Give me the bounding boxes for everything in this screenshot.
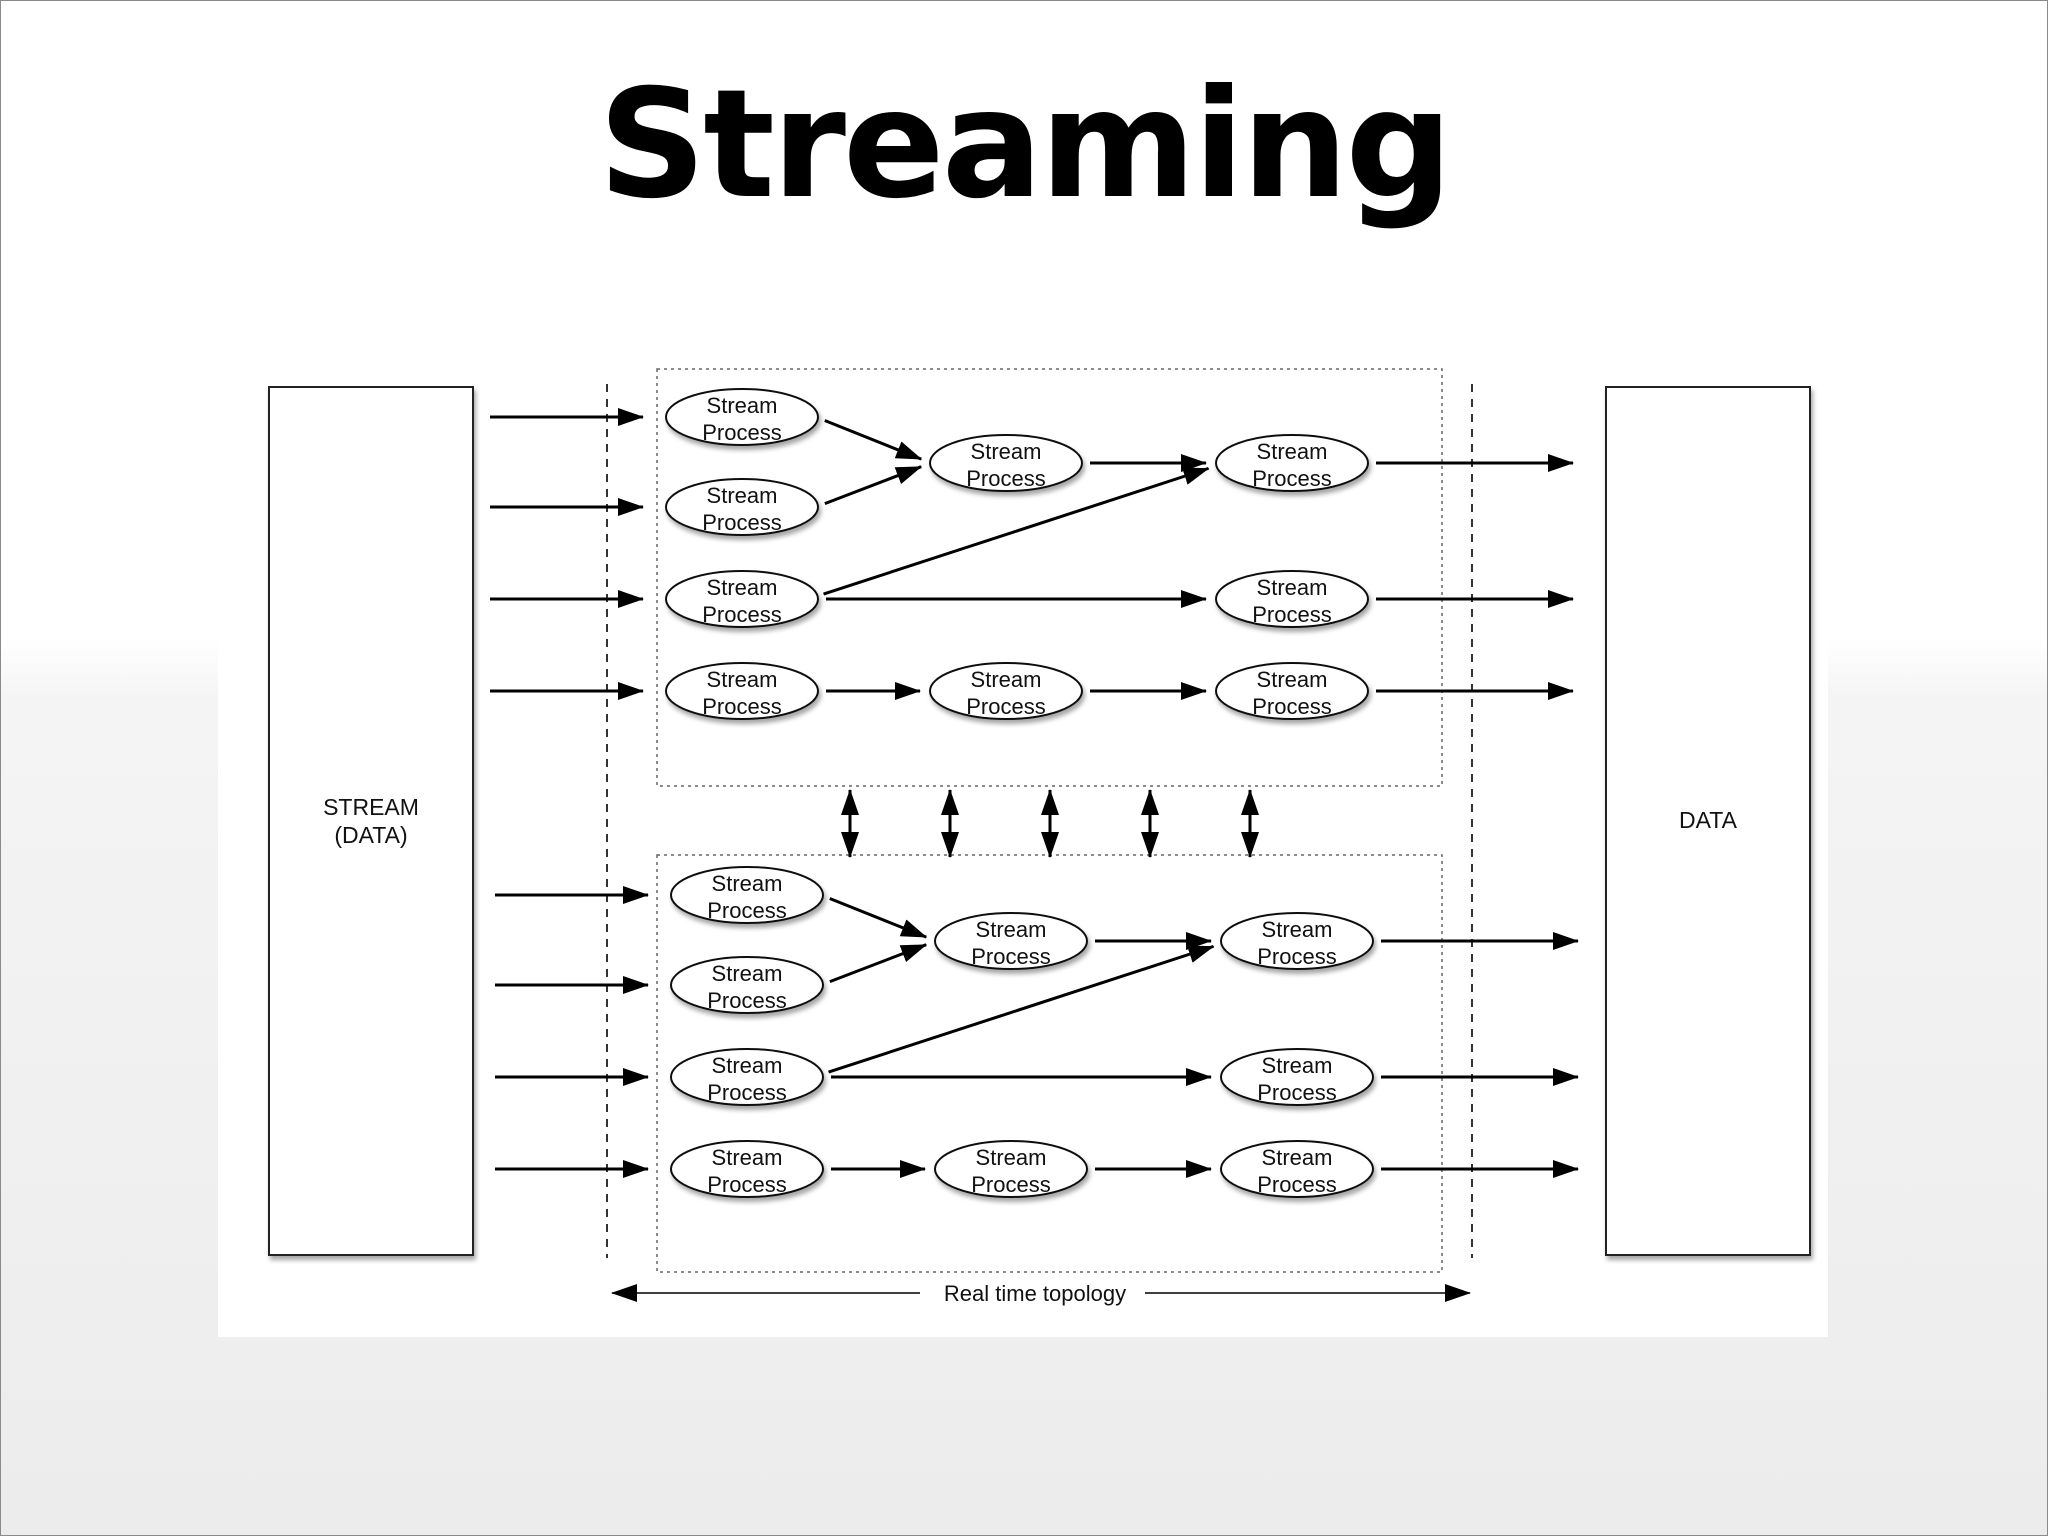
flow-arrow bbox=[824, 465, 923, 506]
node-ellipse bbox=[929, 662, 1083, 720]
node-ellipse bbox=[665, 478, 819, 536]
node-label-line-1: Stream bbox=[1257, 439, 1328, 464]
node-label-line-1: Stream bbox=[712, 1053, 783, 1078]
node-ellipse bbox=[665, 662, 819, 720]
node-label-line-2: Process bbox=[707, 898, 786, 923]
node-label-line-2: Process bbox=[1252, 694, 1331, 719]
node-label-line-1: Stream bbox=[1262, 1053, 1333, 1078]
node-ellipse bbox=[1215, 662, 1369, 720]
node-label-line-2: Process bbox=[707, 988, 786, 1013]
node-label-line-2: Process bbox=[971, 944, 1050, 969]
topology-label: Real time topology bbox=[944, 1281, 1126, 1306]
source-label-line-2: (DATA) bbox=[334, 822, 407, 848]
node-label-line-2: Process bbox=[702, 510, 781, 535]
source-box bbox=[268, 386, 474, 1256]
edge-arrows bbox=[490, 408, 1579, 1178]
node-label-line-1: Stream bbox=[707, 483, 778, 508]
flow-arrow bbox=[823, 466, 1210, 596]
node-ellipse bbox=[934, 1140, 1088, 1198]
node-label-line-1: Stream bbox=[712, 961, 783, 986]
sink-box bbox=[1605, 386, 1811, 1256]
node-label-line-2: Process bbox=[966, 466, 1045, 491]
node-ellipse bbox=[670, 866, 824, 924]
node-ellipse bbox=[1220, 1140, 1374, 1198]
node-label-line-2: Process bbox=[707, 1080, 786, 1105]
flow-arrow bbox=[829, 897, 928, 939]
node-label-line-2: Process bbox=[702, 420, 781, 445]
node-label-line-1: Stream bbox=[971, 667, 1042, 692]
node-label-line-1: Stream bbox=[971, 439, 1042, 464]
node-ellipse bbox=[1215, 434, 1369, 492]
process-nodes: StreamProcessStreamProcessStreamProcessS… bbox=[665, 388, 1374, 1198]
node-label-line-2: Process bbox=[1257, 944, 1336, 969]
node-label-line-2: Process bbox=[707, 1172, 786, 1197]
node-label-line-1: Stream bbox=[976, 917, 1047, 942]
node-label-line-2: Process bbox=[1257, 1080, 1336, 1105]
node-ellipse bbox=[665, 388, 819, 446]
node-ellipse bbox=[1215, 570, 1369, 628]
source-label-line-1: STREAM bbox=[323, 794, 419, 820]
node-label-line-1: Stream bbox=[1257, 667, 1328, 692]
node-label-line-1: Stream bbox=[1262, 1145, 1333, 1170]
node-ellipse bbox=[670, 956, 824, 1014]
node-label-line-1: Stream bbox=[712, 1145, 783, 1170]
flow-arrow bbox=[828, 944, 1215, 1074]
node-ellipse bbox=[1220, 912, 1374, 970]
node-label-line-2: Process bbox=[966, 694, 1045, 719]
node-label-line-2: Process bbox=[702, 694, 781, 719]
node-label-line-1: Stream bbox=[976, 1145, 1047, 1170]
flow-arrow bbox=[829, 943, 928, 984]
node-label-line-2: Process bbox=[1257, 1172, 1336, 1197]
sync-arrows bbox=[841, 789, 1259, 858]
node-label-line-1: Stream bbox=[712, 871, 783, 896]
node-label-line-1: Stream bbox=[1257, 575, 1328, 600]
node-label-line-2: Process bbox=[971, 1172, 1050, 1197]
flow-arrow bbox=[824, 419, 923, 461]
node-label-line-2: Process bbox=[702, 602, 781, 627]
node-ellipse bbox=[929, 434, 1083, 492]
slide-title: Streaming bbox=[598, 58, 1453, 232]
node-ellipse bbox=[934, 912, 1088, 970]
sink-label: DATA bbox=[1679, 807, 1738, 833]
node-ellipse bbox=[670, 1048, 824, 1106]
node-label-line-2: Process bbox=[1252, 466, 1331, 491]
node-ellipse bbox=[1220, 1048, 1374, 1106]
node-ellipse bbox=[670, 1140, 824, 1198]
node-label-line-1: Stream bbox=[707, 667, 778, 692]
upper-group-container bbox=[656, 368, 1443, 787]
node-label-line-1: Stream bbox=[707, 393, 778, 418]
node-label-line-1: Stream bbox=[1262, 917, 1333, 942]
node-ellipse bbox=[665, 570, 819, 628]
node-label-line-2: Process bbox=[1252, 602, 1331, 627]
node-label-line-1: Stream bbox=[707, 575, 778, 600]
